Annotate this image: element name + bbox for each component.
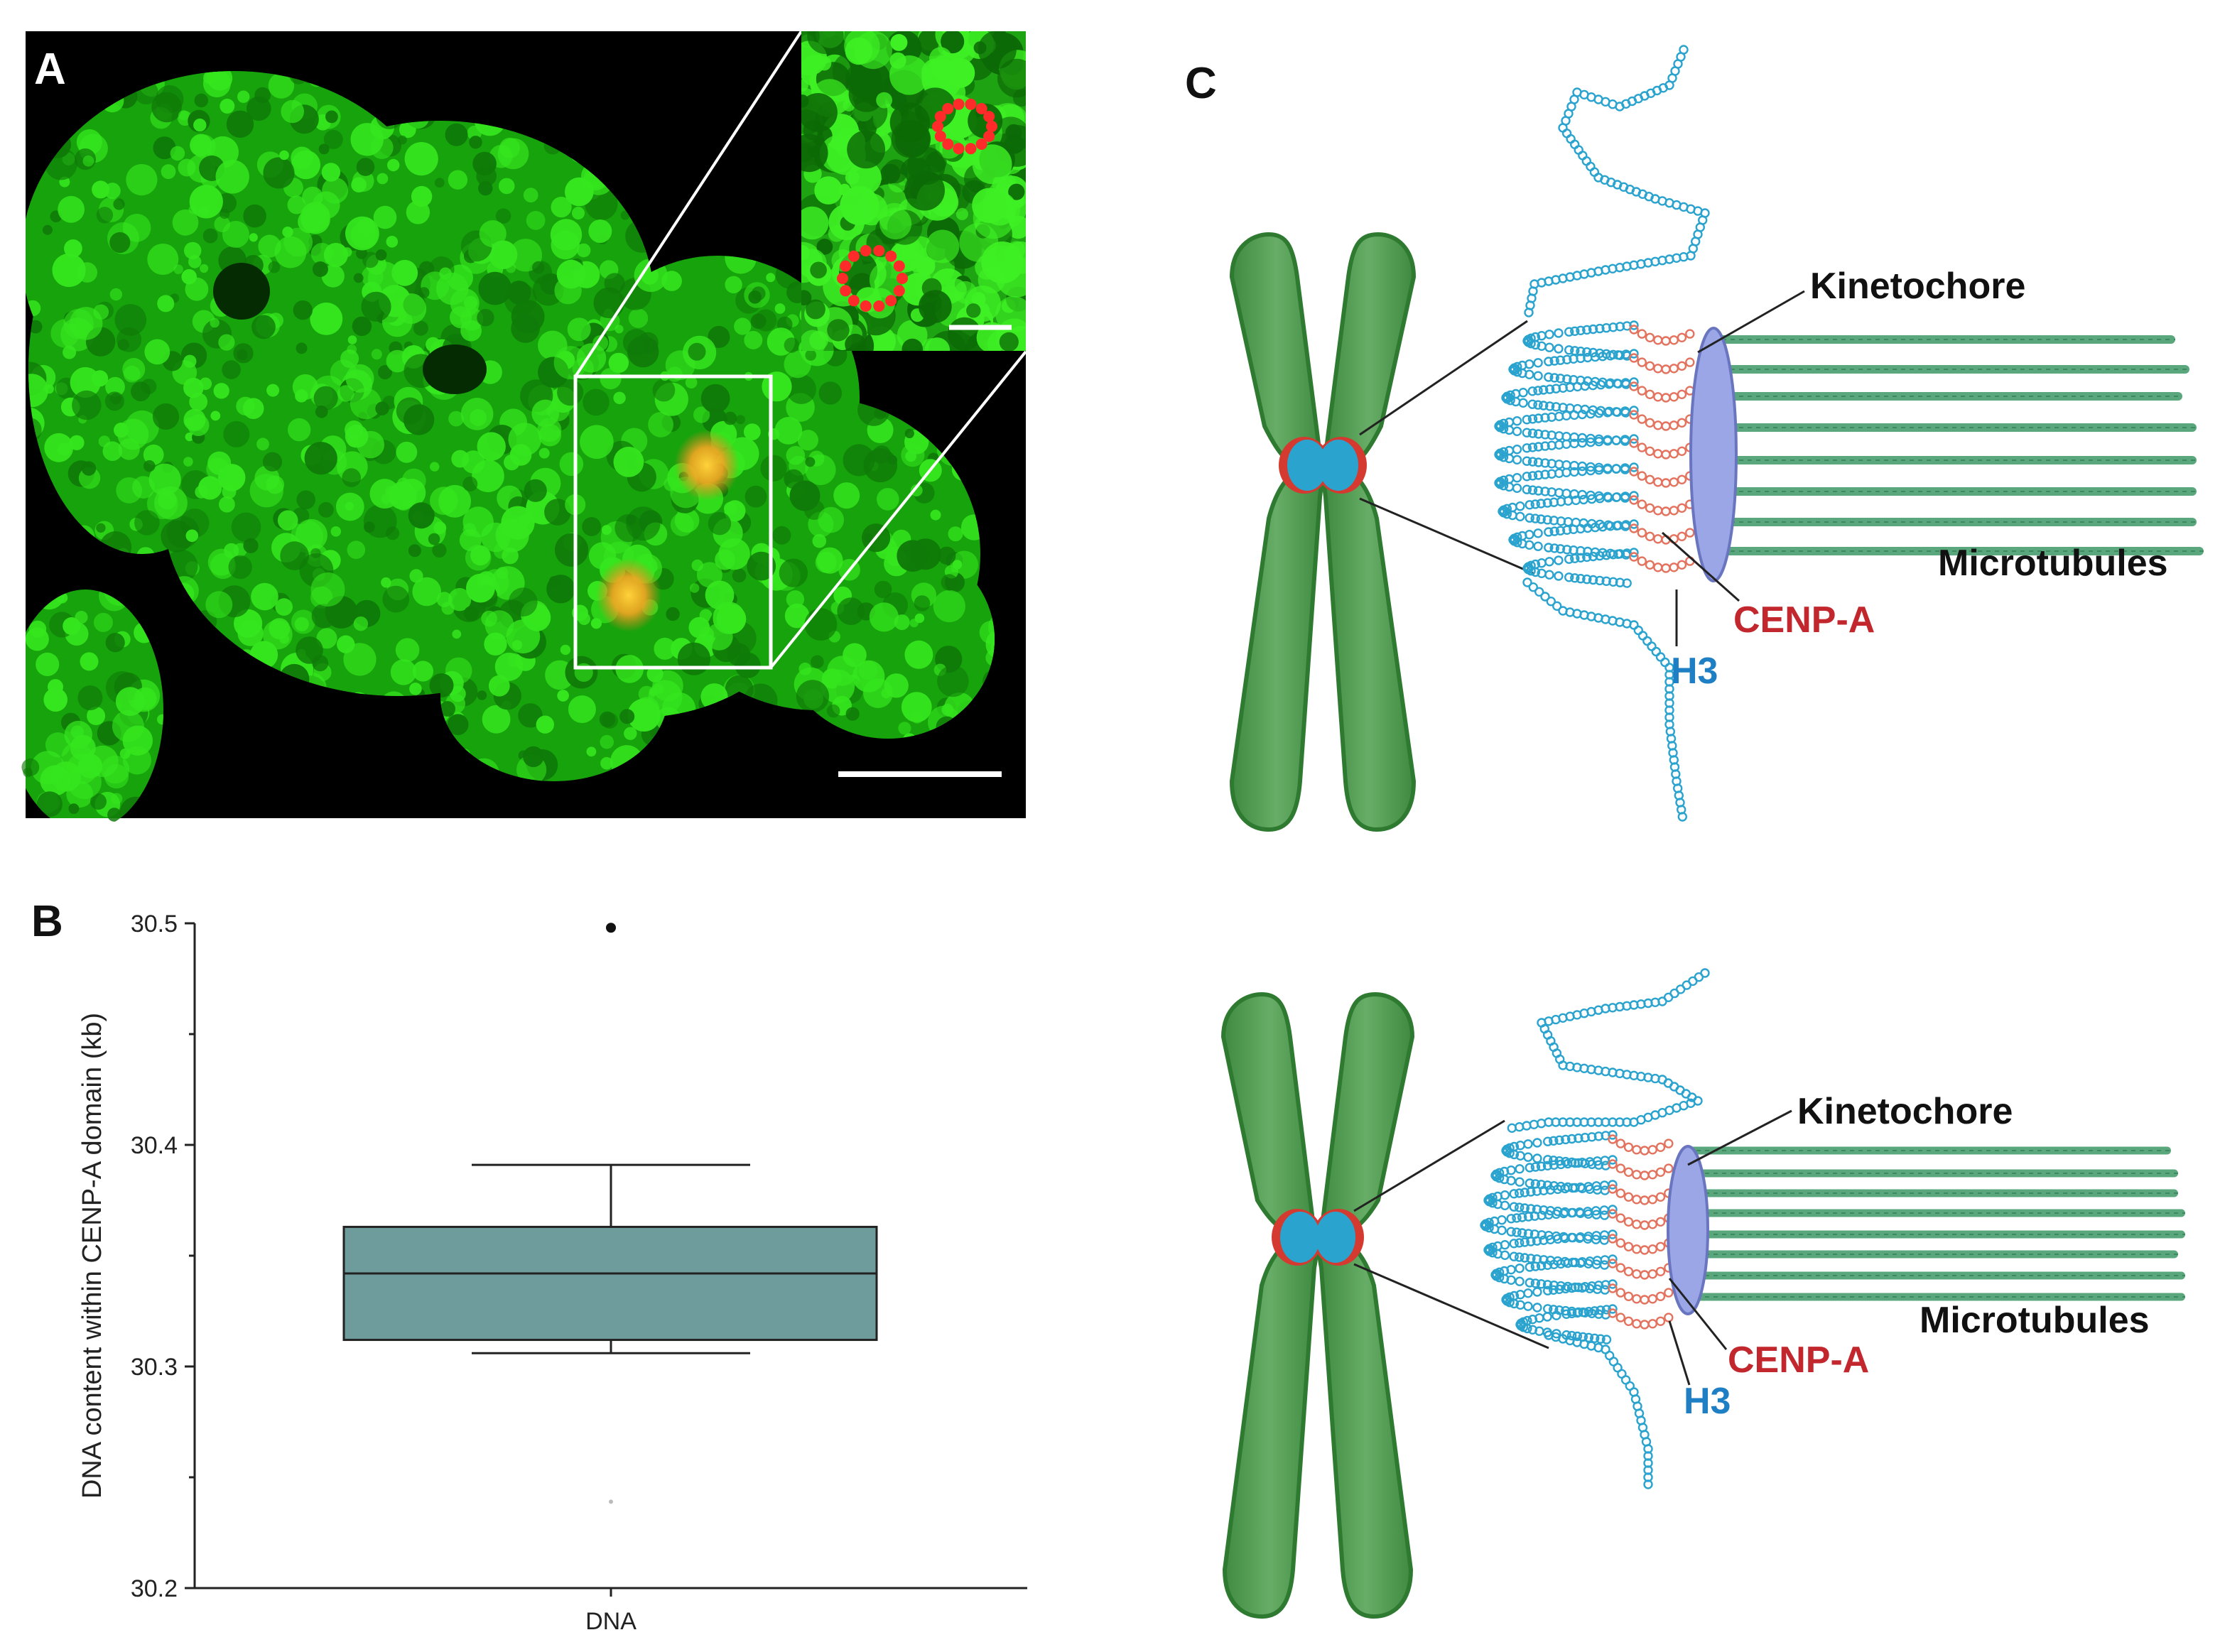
y-tick-label: 30.2 bbox=[131, 1575, 178, 1602]
zoom-box bbox=[573, 374, 773, 670]
kinetochore-plate bbox=[1667, 1145, 1709, 1315]
microtubule bbox=[1688, 1250, 2178, 1259]
cenpa-label: CENP-A bbox=[1728, 1339, 1869, 1381]
panel-label-b: B bbox=[31, 897, 63, 946]
outlier-point bbox=[609, 1499, 613, 1504]
chromatin-fiber bbox=[1480, 968, 1710, 1489]
microtubules-label: Microtubules bbox=[1938, 543, 2168, 584]
panel-label-a: A bbox=[34, 45, 66, 94]
label-leader bbox=[1668, 1278, 1728, 1350]
label-leader bbox=[1697, 290, 1805, 354]
cenpa-spot bbox=[674, 430, 740, 501]
zoom-line bbox=[1359, 320, 1528, 436]
cenpa-ring bbox=[932, 98, 997, 155]
zoom-line bbox=[1353, 1263, 1549, 1349]
label-leader bbox=[1668, 1320, 1691, 1386]
chromosome-icon bbox=[1220, 991, 1415, 1619]
h3-label: H3 bbox=[1684, 1381, 1731, 1422]
y-tick-label: 30.4 bbox=[131, 1132, 178, 1159]
microtubule bbox=[1688, 1169, 2178, 1178]
panel-label-c: C bbox=[1185, 59, 1217, 108]
kinetochore-label: Kinetochore bbox=[1810, 266, 2025, 307]
panel-a-microscopy: A bbox=[9, 30, 1027, 830]
zoom-line bbox=[1359, 497, 1535, 575]
y-tick-label: 30.5 bbox=[131, 911, 178, 938]
y-tick-label: 30.3 bbox=[131, 1354, 178, 1381]
cenpa-ring bbox=[837, 245, 908, 312]
microtubule-bundle bbox=[1713, 335, 2204, 555]
kinetochore-plate bbox=[1689, 327, 1738, 582]
label-leader bbox=[1687, 1109, 1792, 1166]
chromosome-icon bbox=[1229, 232, 1417, 832]
kinetochore-label: Kinetochore bbox=[1797, 1091, 2013, 1132]
zoom-line bbox=[1353, 1119, 1505, 1212]
chromatin-fiber bbox=[1494, 45, 1710, 822]
microtubule bbox=[1713, 365, 2189, 374]
outlier-point bbox=[606, 923, 616, 933]
microtubule bbox=[1713, 547, 2204, 555]
microtubule bbox=[1688, 1189, 2178, 1197]
microtubules-label: Microtubules bbox=[1920, 1300, 2150, 1341]
inset-image bbox=[801, 31, 1026, 351]
zoom-connector-bottom bbox=[769, 350, 1027, 669]
zoom-connector-top bbox=[574, 30, 803, 378]
cenpa-spot bbox=[596, 558, 661, 632]
centromere-diagram-top: Kinetochore Microtubules CENP-A H3 bbox=[1229, 45, 2204, 832]
y-axis-label: DNA content within CENP-A domain (kb) bbox=[77, 1013, 107, 1499]
label-leader bbox=[1662, 531, 1740, 602]
iqr-box bbox=[342, 1225, 878, 1342]
x-tick-label: DNA bbox=[585, 1608, 637, 1635]
panel-c-diagram: C Kinetochore Microtubules CENP-A H3 bbox=[1185, 45, 2204, 1619]
h3-label: H3 bbox=[1671, 651, 1718, 692]
microtubule-bundle bbox=[1688, 1146, 2185, 1301]
centromere-diagram-bottom: Kinetochore Microtubules CENP-A H3 bbox=[1220, 968, 2185, 1619]
cenpa-label: CENP-A bbox=[1733, 599, 1875, 641]
